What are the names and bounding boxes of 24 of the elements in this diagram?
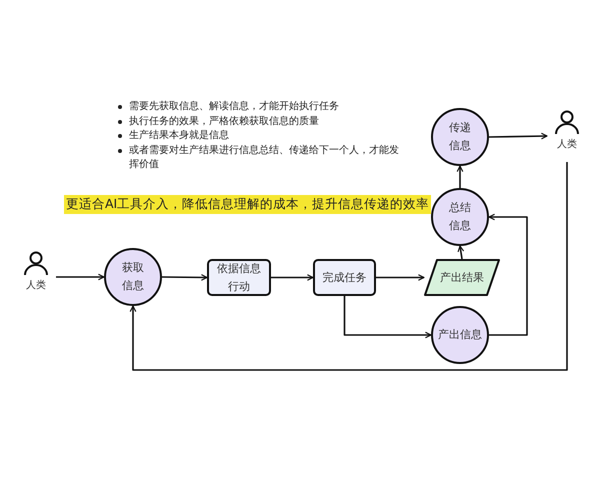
process-circle: 获取信息: [104, 248, 162, 306]
bullet-text: 执行任务的效果，严格依赖获取信息的质量: [129, 114, 319, 128]
arrow: [56, 274, 105, 280]
arrow: [344, 296, 432, 338]
process-box: 完成任务: [313, 259, 376, 296]
highlighted-note: 更适合AI工具介入，降低信息理解的成本，提升信息传递的效率: [64, 195, 432, 214]
process-circle: 总结信息: [431, 188, 489, 246]
arrow: [130, 162, 568, 371]
process-circle: 传递信息: [431, 108, 489, 166]
process-circle: 产出信息: [431, 306, 489, 364]
arrow: [162, 274, 208, 281]
person-label: 人类: [557, 138, 577, 152]
arrow: [456, 165, 464, 188]
arrow: [376, 274, 425, 281]
arrow: [488, 214, 528, 336]
person-label: 人类: [26, 278, 46, 293]
arrow: [271, 274, 314, 281]
process-box: 依据信息行动: [207, 259, 271, 296]
arrow: [458, 245, 464, 260]
bullet-text: 生产结果本身就是信息: [129, 129, 229, 143]
data-parallelogram: 产出结果: [424, 259, 500, 296]
bullet-text: 需要先获取信息、解读信息，才能开始执行任务: [129, 100, 339, 114]
arrow: [488, 132, 548, 140]
bullet-text: 或者需要对生产结果进行信息总结、传递给下一个人，才能发挥价值: [129, 144, 400, 172]
